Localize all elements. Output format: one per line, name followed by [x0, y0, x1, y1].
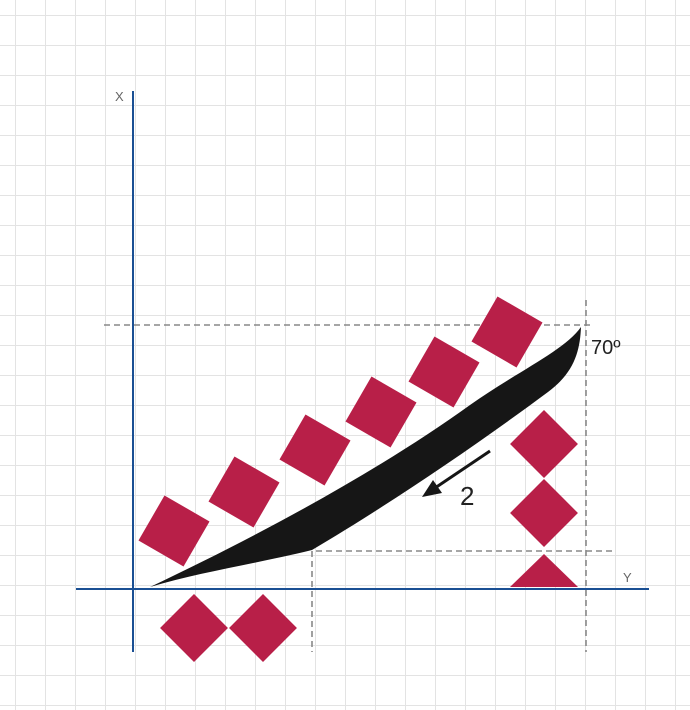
angle-label: 70º	[591, 337, 621, 359]
block	[229, 594, 297, 662]
block	[160, 594, 228, 662]
block	[208, 456, 280, 528]
block-half	[510, 554, 578, 587]
block	[408, 336, 480, 408]
direction-arrow	[422, 449, 491, 497]
y-axis-label: Y	[623, 570, 632, 585]
block	[510, 410, 578, 478]
block	[510, 479, 578, 547]
x-axis-label: X	[115, 89, 124, 104]
block	[138, 495, 210, 567]
block	[279, 414, 351, 486]
block	[345, 376, 417, 448]
block	[471, 296, 543, 368]
arrow-number-label: 2	[460, 481, 474, 511]
